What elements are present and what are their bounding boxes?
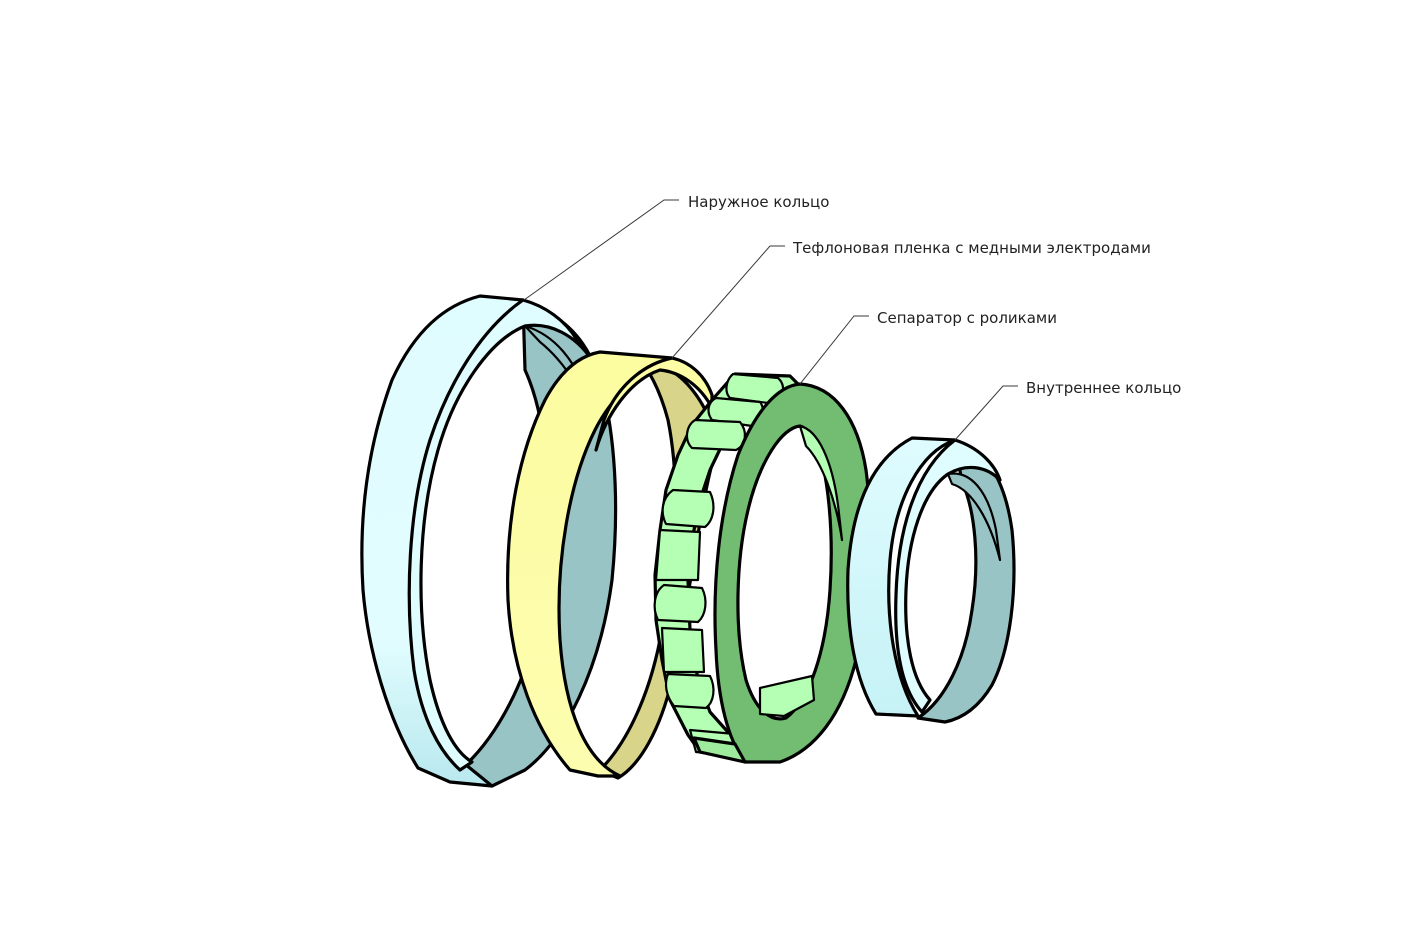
cage-with-rollers xyxy=(653,372,872,764)
teflon-film-face xyxy=(506,350,674,778)
roller xyxy=(685,418,746,452)
label-inner-ring: Внутреннее кольцо xyxy=(1026,379,1181,397)
cage-bore xyxy=(798,424,844,542)
leader-cage xyxy=(799,315,869,385)
outer-ring-face xyxy=(360,294,525,788)
cage-rim xyxy=(692,736,747,764)
leader-teflon-film xyxy=(671,245,785,359)
leader-outer-ring xyxy=(523,199,679,301)
roller xyxy=(653,583,707,624)
labels: Наружное кольцо Тефлоновая пленка с медн… xyxy=(688,193,1181,397)
cage-bore-lower xyxy=(758,674,816,718)
inner-ring xyxy=(846,436,1016,724)
outer-ring-inner-lip xyxy=(407,298,594,772)
inner-ring-face xyxy=(846,436,957,718)
leader-inner-ring xyxy=(954,385,1018,441)
leader-lines xyxy=(523,199,1018,441)
roller xyxy=(654,528,702,582)
rollers xyxy=(653,372,785,758)
roller xyxy=(660,626,706,674)
label-cage: Сепаратор с роликами xyxy=(877,309,1057,327)
inner-ring-inner-lip xyxy=(894,438,1002,714)
roller xyxy=(664,672,715,710)
roller xyxy=(661,488,715,529)
inner-ring-bore-shadow xyxy=(946,472,1002,562)
teflon-film-lip xyxy=(594,356,714,452)
label-teflon-film: Тефлоновая пленка с медными электродами xyxy=(792,239,1151,257)
label-outer-ring: Наружное кольцо xyxy=(688,193,829,211)
